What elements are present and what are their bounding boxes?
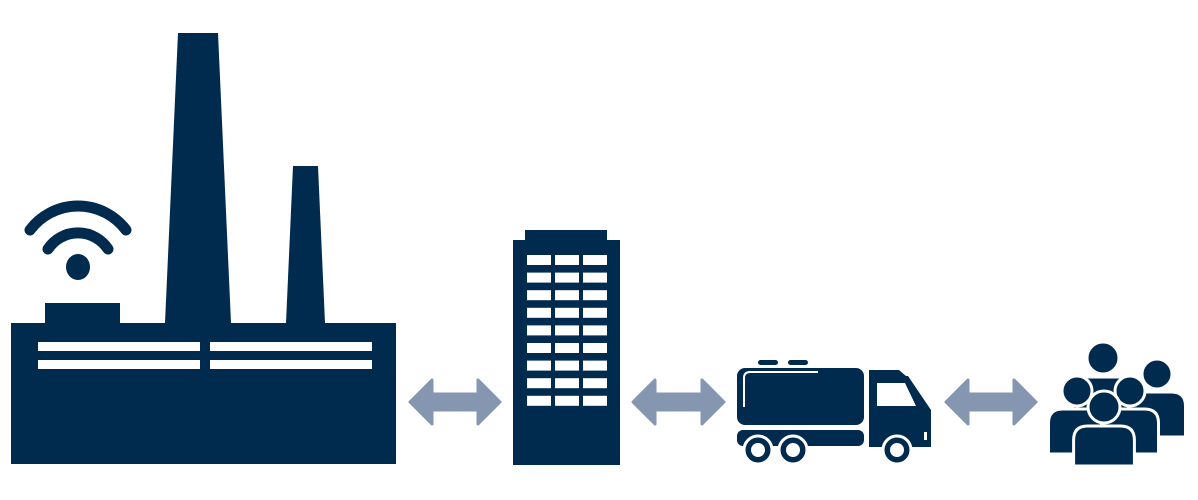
- window: [555, 395, 579, 406]
- double-arrow-icon: [408, 378, 502, 426]
- hatch: [788, 360, 808, 365]
- window: [555, 325, 579, 336]
- window: [527, 360, 551, 371]
- window: [555, 272, 579, 283]
- window: [527, 307, 551, 318]
- window: [527, 378, 551, 389]
- roof-block: [45, 303, 120, 325]
- window: [527, 325, 551, 336]
- window: [583, 325, 607, 336]
- headlight: [924, 432, 927, 440]
- tanker-truck-icon: [737, 360, 931, 466]
- double-arrow-icon: [631, 378, 726, 426]
- person: [1072, 389, 1136, 468]
- tall-chimney: [165, 33, 231, 323]
- short-chimney: [286, 166, 325, 323]
- building-top: [525, 230, 607, 242]
- window: [527, 395, 551, 406]
- window: [583, 395, 607, 406]
- hatch: [758, 360, 778, 365]
- tank-highlight: [743, 371, 818, 407]
- factory-stripe: [38, 342, 200, 351]
- window: [583, 272, 607, 283]
- office-building-icon: [513, 230, 620, 465]
- wifi-icon: [24, 200, 132, 280]
- factory-stripe: [210, 360, 372, 369]
- double-arrow-icon: [944, 378, 1038, 426]
- tank: [737, 368, 864, 425]
- factory-stripe: [210, 342, 372, 351]
- window: [527, 343, 551, 353]
- window: [527, 272, 551, 283]
- window: [555, 378, 579, 389]
- window: [583, 307, 607, 318]
- window: [583, 343, 607, 353]
- window: [527, 255, 551, 265]
- window: [555, 290, 579, 301]
- window: [555, 255, 579, 265]
- window: [583, 360, 607, 371]
- factory-stripe: [38, 360, 200, 369]
- window: [555, 307, 579, 318]
- window: [583, 290, 607, 301]
- window: [555, 360, 579, 371]
- window: [583, 378, 607, 389]
- people-group-icon: [1047, 340, 1187, 468]
- window: [555, 343, 579, 353]
- window: [583, 255, 607, 265]
- cab-window: [877, 383, 916, 406]
- window: [527, 290, 551, 301]
- factory-icon: [11, 33, 396, 464]
